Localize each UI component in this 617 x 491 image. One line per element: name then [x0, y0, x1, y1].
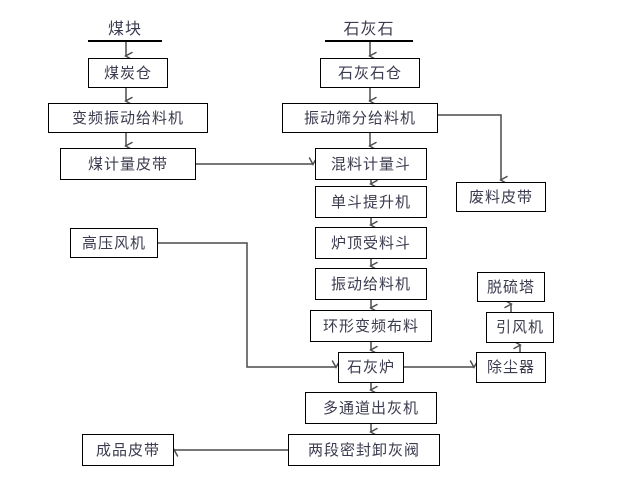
node-coal-weigh-belt[interactable]: 煤计量皮带 — [60, 148, 196, 180]
node-mix-weigh-hopper[interactable]: 混料计量斗 — [315, 148, 427, 180]
node-ring-vfd-distributor[interactable]: 环形变频布料 — [310, 310, 432, 342]
node-single-bucket-elevator[interactable]: 单斗提升机 — [315, 186, 427, 218]
node-limestone-bin[interactable]: 石灰石仓 — [320, 58, 420, 88]
node-two-stage-seal-valve[interactable]: 两段密封卸灰阀 — [288, 434, 440, 466]
node-multi-channel-discharger[interactable]: 多通道出灰机 — [305, 392, 437, 424]
edge-screenfeeder-wastebelt — [438, 114, 508, 185]
node-waste-belt[interactable]: 废料皮带 — [456, 182, 546, 212]
heading-limestone: 石灰石 — [325, 14, 413, 42]
node-dust-collector[interactable]: 除尘器 — [476, 352, 546, 383]
node-lime-kiln[interactable]: 石灰炉 — [338, 352, 404, 383]
node-furnace-top-hopper[interactable]: 炉顶受料斗 — [315, 227, 427, 259]
node-desulfurization-tower[interactable]: 脱硫塔 — [477, 272, 545, 302]
heading-coal: 煤块 — [88, 14, 162, 42]
node-vibrating-feeder[interactable]: 振动给料机 — [315, 268, 427, 300]
node-product-belt[interactable]: 成品皮带 — [82, 434, 174, 466]
node-vfd-vibrating-feeder[interactable]: 变频振动给料机 — [48, 103, 208, 133]
node-vibrating-screen-feeder[interactable]: 振动筛分给料机 — [282, 103, 438, 133]
edge-fan-kiln — [158, 242, 341, 369]
node-coal-bin[interactable]: 煤炭仓 — [88, 58, 168, 88]
node-high-pressure-fan[interactable]: 高压风机 — [70, 228, 158, 258]
node-induced-draft-fan[interactable]: 引风机 — [486, 312, 554, 343]
